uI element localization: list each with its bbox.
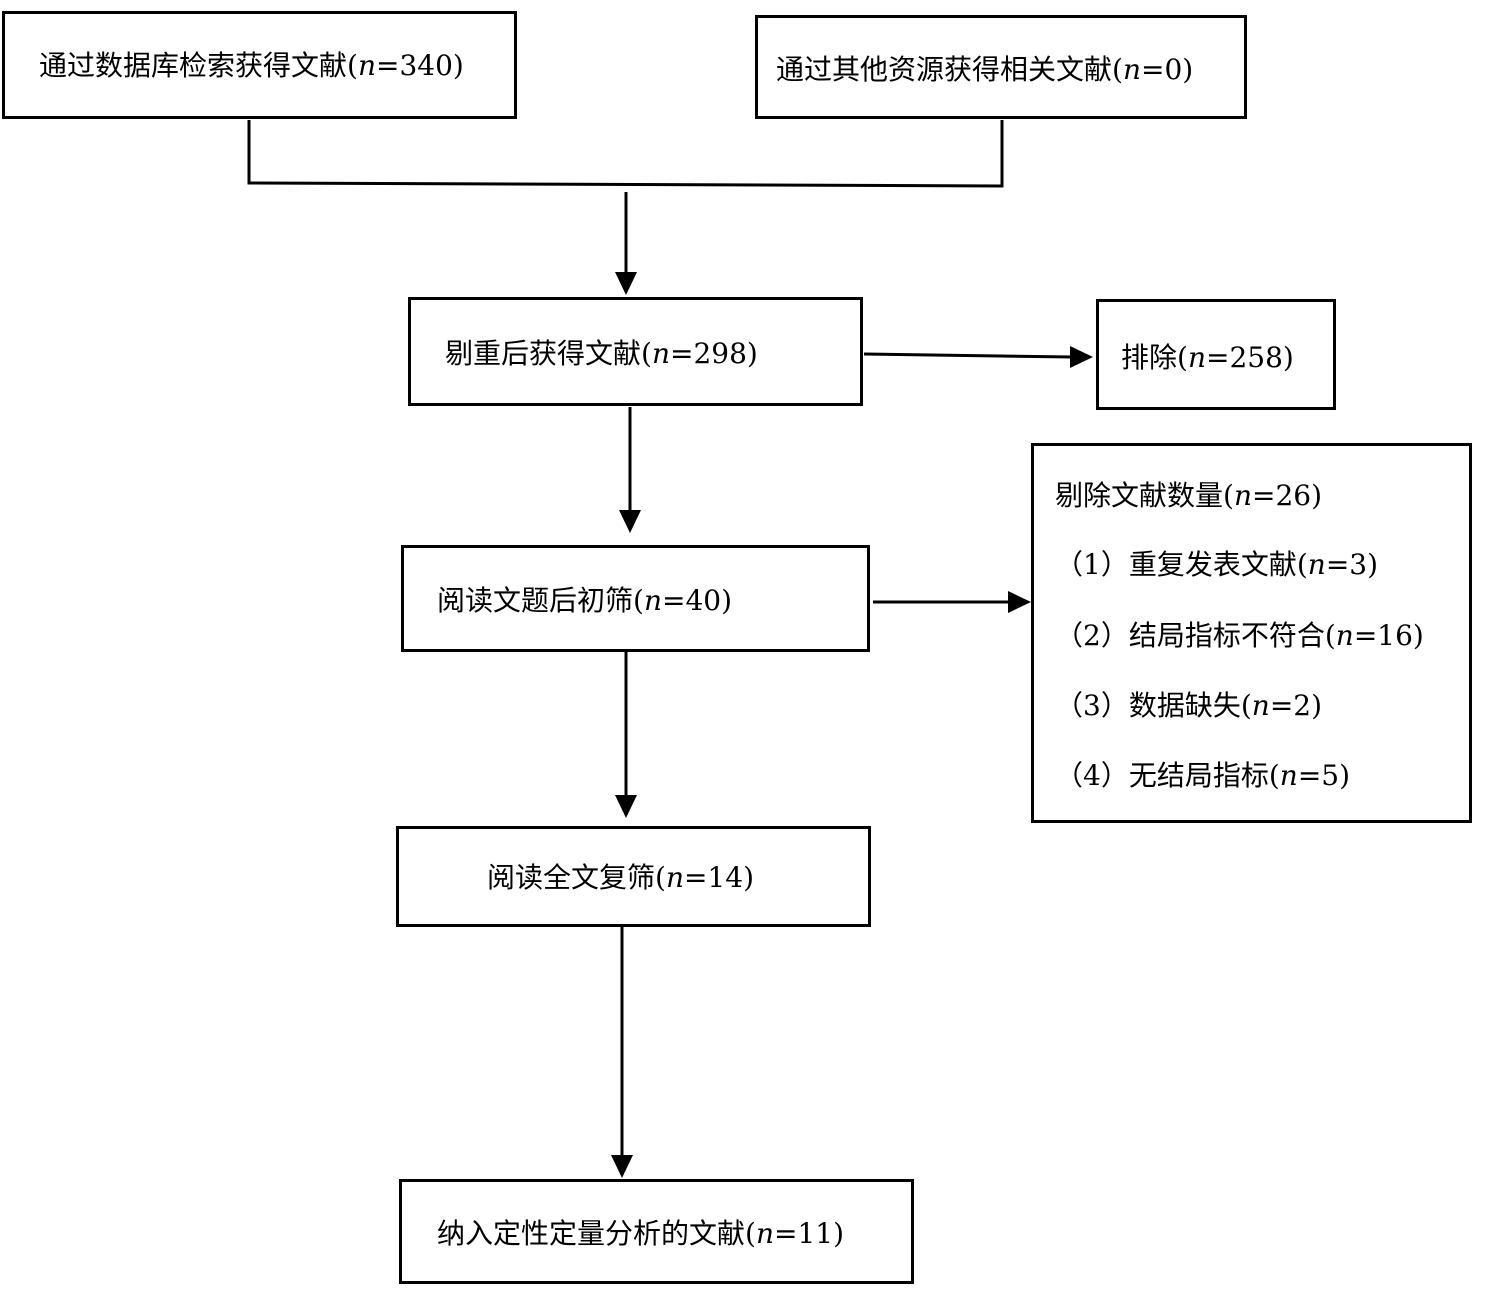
database-search-box: 通过数据库检索获得文献(n=340) [2,11,517,119]
title-screening-box: 阅读文题后初筛(n=40) [401,545,870,652]
removed-reason-item: （1）重复发表文献(n=3) [1055,548,1379,581]
arrowhead-excluded [1070,346,1093,368]
other-sources-box: 通过其他资源获得相关文献(n=0) [755,15,1247,119]
other-sources-label: 通过其他资源获得相关文献(n=0) [776,53,1194,86]
arrowhead-title [619,510,641,533]
arrowhead-merge [615,272,637,295]
removed-reasons-box: 剔除文献数量(n=26) （1）重复发表文献(n=3) （2）结局指标不符合(n… [1031,443,1472,823]
removed-reason-item: （4）无结局指标(n=5) [1055,759,1351,792]
removed-header: 剔除文献数量(n=26) [1055,479,1323,512]
included-studies-box: 纳入定性定量分析的文献(n=11) [399,1179,914,1284]
included-studies-label: 纳入定性定量分析的文献(n=11) [437,1217,845,1250]
dedup-box: 剔重后获得文献(n=298) [408,297,863,406]
arrowhead-fulltext [615,795,637,818]
arrow-dedup-to-excluded [863,352,1073,359]
arrowhead-included [611,1155,633,1178]
fulltext-screening-box: 阅读全文复筛(n=14) [396,826,871,927]
merge-connector [247,120,1004,188]
excluded-label: 排除(n=258) [1121,341,1294,374]
title-screening-label: 阅读文题后初筛(n=40) [437,584,733,617]
removed-reason-item: （2）结局指标不符合(n=16) [1055,619,1424,652]
dedup-label: 剔重后获得文献(n=298) [445,337,758,370]
database-search-label: 通过数据库检索获得文献(n=340) [39,49,464,82]
arrowhead-removed [1008,591,1031,613]
fulltext-screening-label: 阅读全文复筛(n=14) [487,861,755,894]
removed-reason-item: （3）数据缺失(n=2) [1055,689,1323,722]
excluded-box: 排除(n=258) [1096,299,1336,410]
